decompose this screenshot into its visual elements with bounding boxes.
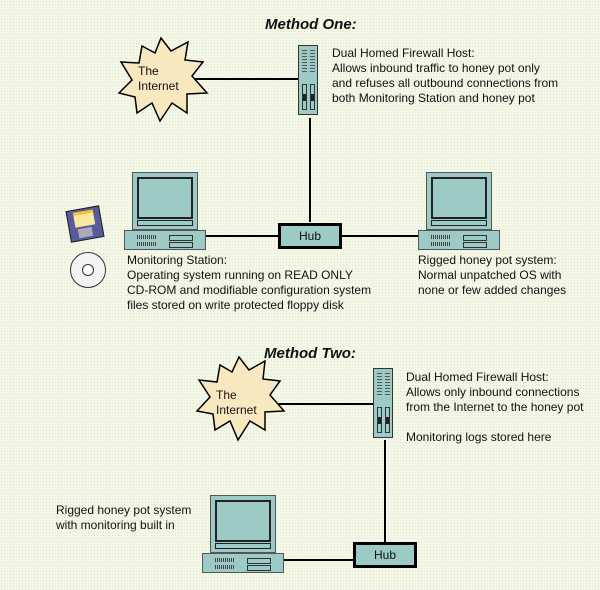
honeypot-computer-1[interactable] <box>418 172 500 250</box>
firewall-host-2[interactable] <box>373 368 393 438</box>
hub-1[interactable]: Hub <box>278 223 342 249</box>
internet-label-line: The <box>138 64 159 78</box>
internet-label-line: Internet <box>138 79 179 93</box>
firewall-description-2: Dual Homed Firewall Host: Allows only in… <box>406 370 584 444</box>
honeypot-computer-2[interactable] <box>202 495 284 573</box>
internet-label-2: The Internet <box>216 388 257 418</box>
firewall-host-1[interactable] <box>298 45 318 115</box>
honeypot-description-1: Rigged honey pot system: Normal unpatche… <box>418 253 567 297</box>
floppy-disk-icon <box>65 205 105 243</box>
monitoring-station-description: Monitoring Station: Operating system run… <box>127 253 372 312</box>
internet-label-1: The Internet <box>138 64 179 94</box>
cd-rom-icon <box>70 252 106 288</box>
internet-cloud-1 <box>117 36 209 123</box>
internet-label-line: Internet <box>216 403 257 417</box>
internet-label-line: The <box>216 388 237 402</box>
method-two-title: Method Two: <box>264 345 356 362</box>
firewall-description-1: Dual Homed Firewall Host: Allows inbound… <box>332 46 559 105</box>
honeypot-description-2: Rigged honey pot system with monitoring … <box>56 503 192 532</box>
hub-2[interactable]: Hub <box>353 542 417 568</box>
method-one-title: Method One: <box>265 16 357 33</box>
internet-cloud-2 <box>195 355 286 442</box>
monitoring-station-computer[interactable] <box>124 172 206 250</box>
